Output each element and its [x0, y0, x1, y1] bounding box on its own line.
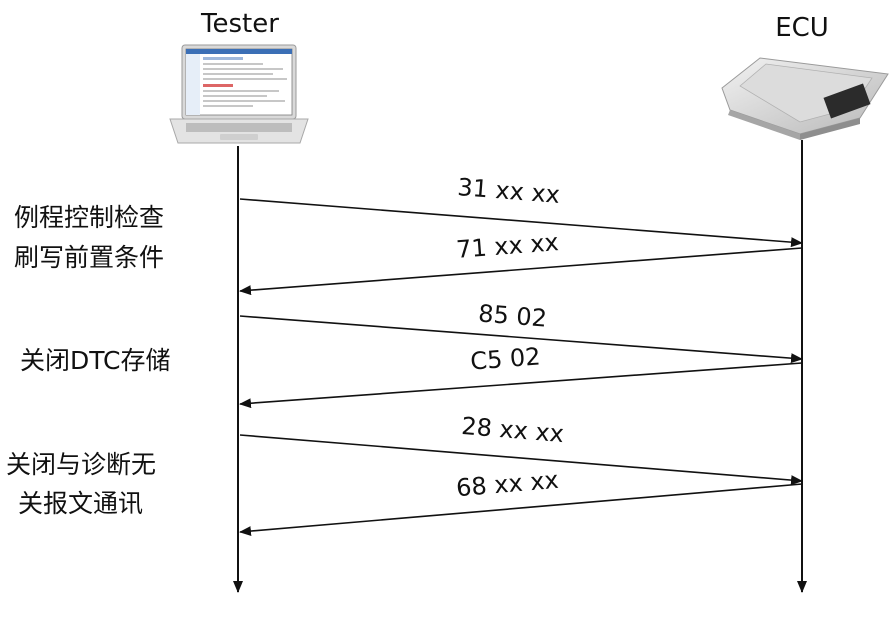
request-label-2: 85 02 — [477, 299, 548, 332]
response-arrow-1 — [239, 247, 803, 296]
laptop-icon — [169, 44, 309, 144]
step-3-label-line-2: 关报文通讯 — [18, 489, 143, 518]
response-arrow-2 — [239, 362, 803, 409]
request-label-3: 28 xx xx — [460, 412, 565, 448]
response-label-3: 68 xx xx — [455, 466, 560, 502]
response-label-2: C5 02 — [469, 342, 541, 375]
step-2-label-line-1: 关闭DTC存储 — [20, 346, 171, 375]
request-arrow-3 — [239, 434, 803, 486]
response-label-1: 71 xx xx — [455, 228, 559, 264]
request-label-1: 31 xx xx — [456, 173, 560, 209]
step-1-label-line-2: 刷写前置条件 — [14, 243, 164, 272]
step-1-label-line-1: 例程控制检查 — [14, 203, 164, 232]
response-arrow-3 — [239, 483, 803, 537]
request-arrow-2 — [239, 315, 803, 364]
request-arrow-1 — [239, 198, 803, 248]
step-3-label-line-1: 关闭与诊断无 — [6, 450, 156, 479]
ecu-label: ECU — [775, 13, 829, 43]
tester-label: Tester — [200, 9, 279, 39]
ecu-module-icon — [721, 57, 889, 140]
